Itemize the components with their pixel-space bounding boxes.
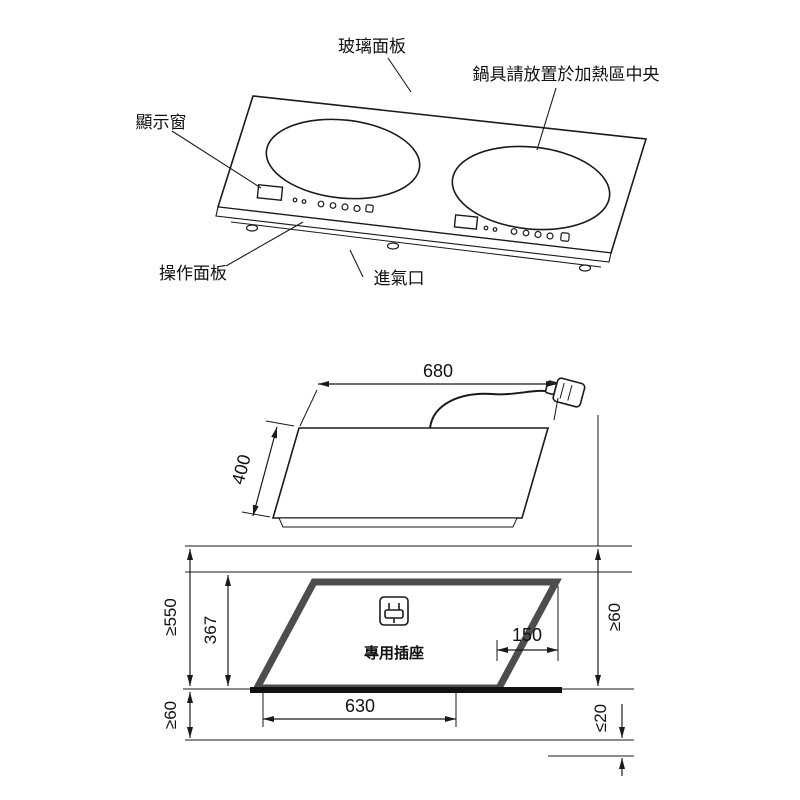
panel-front-edge [215, 206, 612, 263]
indicator-dot [301, 199, 307, 204]
dim-60-right-label: ≥60 [605, 603, 624, 631]
indicator-dot [483, 225, 489, 231]
power-cord [429, 389, 554, 429]
cooktop-side-view [271, 427, 550, 519]
dim-400-label: 400 [228, 452, 255, 486]
label-air-inlet: 進氣口 [374, 269, 425, 288]
control-buttons-right [483, 225, 570, 242]
touch-button [329, 202, 337, 209]
touch-button [317, 200, 325, 208]
label-display-window: 顯示窗 [136, 113, 187, 132]
ext-400-bottom [241, 511, 271, 518]
heating-zone-left [265, 118, 421, 200]
socket-label: 專用插座 [364, 644, 424, 662]
leader-glass-panel [387, 57, 412, 93]
touch-button [510, 228, 518, 235]
dim-60-left-label: ≥60 [161, 701, 180, 729]
foot-right [578, 264, 592, 272]
ext-680-left [299, 389, 318, 427]
dim-367-label: 367 [201, 616, 220, 644]
plug-body [552, 377, 586, 408]
leader-cookware-note [536, 87, 557, 151]
touch-button [522, 229, 530, 237]
cooktop-base-lip [278, 517, 518, 528]
dim-550-label: ≥550 [161, 598, 180, 636]
cooktop-perspective-diagram: 玻璃面板 鍋具請放置於加熱區中央 顯示窗 操作面板 進氣口 [136, 37, 660, 288]
touch-button [341, 203, 349, 211]
cooktop-base [230, 221, 602, 272]
leader-air-inlet [349, 249, 364, 278]
power-button [365, 204, 374, 213]
heating-zone-right [451, 145, 611, 231]
dim-20-label: ≤20 [591, 704, 610, 732]
installation-diagram: 680 400 專用插座 150 6 [161, 361, 634, 776]
leader-display-window [171, 130, 262, 189]
display-window-right [453, 214, 479, 230]
label-glass-panel: 玻璃面板 [338, 37, 406, 56]
foot-left [245, 224, 259, 232]
socket-icon [379, 596, 409, 626]
leader-control-panel [225, 221, 304, 267]
power-plug-icon [544, 377, 586, 408]
dim-150-label: 150 [512, 625, 542, 645]
power-button [560, 232, 570, 242]
indicator-dot [492, 227, 498, 232]
socket-outline [379, 596, 409, 626]
glass-panel [216, 95, 648, 254]
control-buttons-left [292, 197, 374, 213]
touch-button [534, 230, 542, 239]
label-cookware-note: 鍋具請放置於加熱區中央 [473, 65, 660, 84]
touch-button [546, 232, 554, 240]
dim-400-line [252, 426, 278, 517]
label-control-panel: 操作面板 [159, 264, 227, 283]
plug-detail-line [559, 382, 565, 399]
touch-button [353, 204, 361, 213]
base-line [230, 221, 602, 268]
ext-680-right [553, 397, 559, 421]
plug-detail-line [567, 384, 573, 401]
display-window-left [256, 184, 284, 201]
ext-400-top [265, 420, 295, 427]
foot-middle [386, 242, 400, 250]
dim-680-label: 680 [423, 361, 453, 381]
dim-630-label: 630 [345, 696, 375, 716]
indicator-dot [292, 197, 298, 203]
